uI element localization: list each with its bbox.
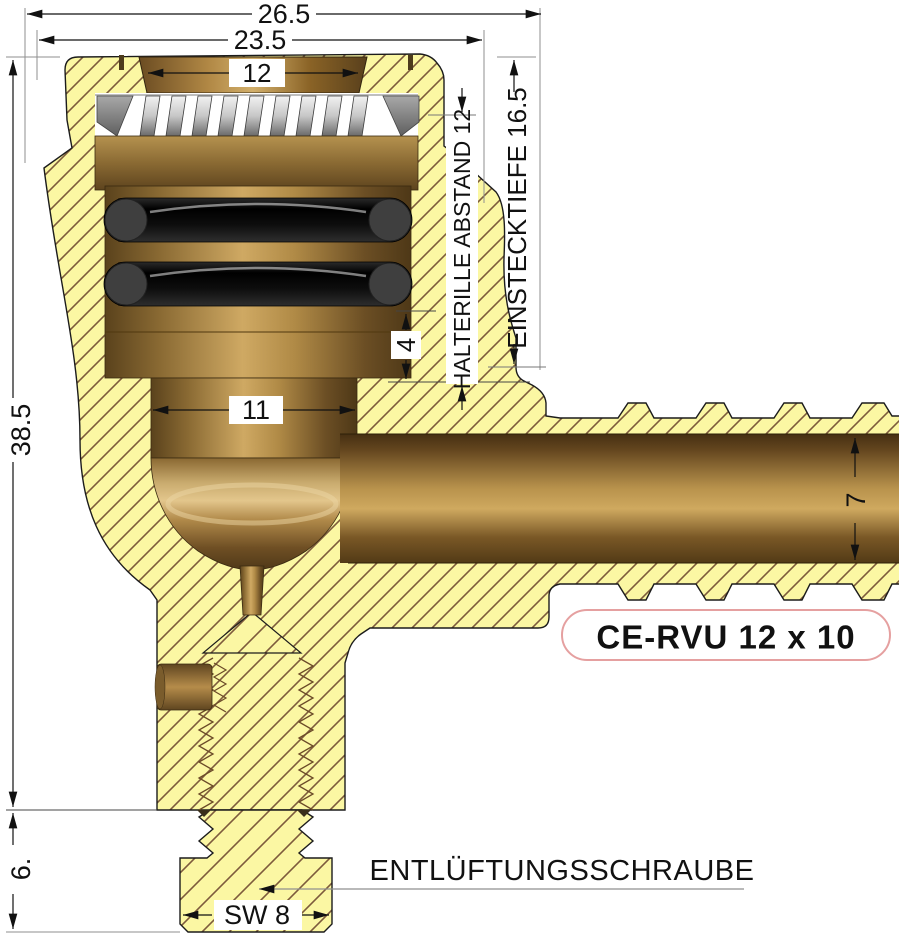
o-ring-lower bbox=[103, 261, 413, 307]
dim-groove-flange: 4 bbox=[391, 338, 421, 352]
vent-thread-detail bbox=[212, 662, 228, 713]
vent-passage-end bbox=[154, 664, 166, 710]
part-code-label: CE-RVU 12 x 10 bbox=[596, 619, 855, 656]
screw-exit-notch-right bbox=[297, 810, 311, 817]
cap-slot-right bbox=[408, 55, 413, 70]
dim-insertion-depth: EINSTECKTIEFE 16.5 bbox=[502, 87, 532, 349]
dim-total-height: 38.5 bbox=[6, 404, 36, 457]
text-backdrops bbox=[214, 59, 478, 930]
dimension-lines bbox=[8, 9, 860, 930]
valve-stem bbox=[239, 565, 265, 616]
dim-retaining-groove-distance: HALTERILLE ABSTAND 12 bbox=[449, 109, 475, 389]
dim-plug-diameter: 11 bbox=[242, 395, 270, 425]
dim-wrench-size: SW 8 bbox=[224, 900, 290, 930]
hose-bore bbox=[340, 434, 899, 563]
collet-body bbox=[94, 135, 419, 191]
dim-overall-width: 26.5 bbox=[258, 0, 311, 29]
part-code-badge bbox=[561, 609, 891, 661]
dim-hose-bore: 7 bbox=[841, 492, 871, 507]
screw-exit-notch-left bbox=[197, 810, 211, 817]
collet-teeth bbox=[139, 95, 369, 137]
dim-insert-bore: 12 bbox=[243, 58, 272, 88]
thread-zigzag-right bbox=[297, 657, 315, 811]
dim-cap-width: 23.5 bbox=[234, 25, 287, 55]
bulb-highlight bbox=[165, 482, 339, 526]
collet-end-cap-right bbox=[382, 95, 420, 137]
dim-screw-protrusion: 6. bbox=[6, 858, 36, 881]
cap-slot-left bbox=[119, 55, 124, 70]
screw-cone-tip bbox=[201, 611, 303, 654]
vent-screw-callout: ENTLÜFTUNGSSCHRAUBE bbox=[370, 855, 755, 887]
o-ring-upper bbox=[103, 197, 413, 243]
